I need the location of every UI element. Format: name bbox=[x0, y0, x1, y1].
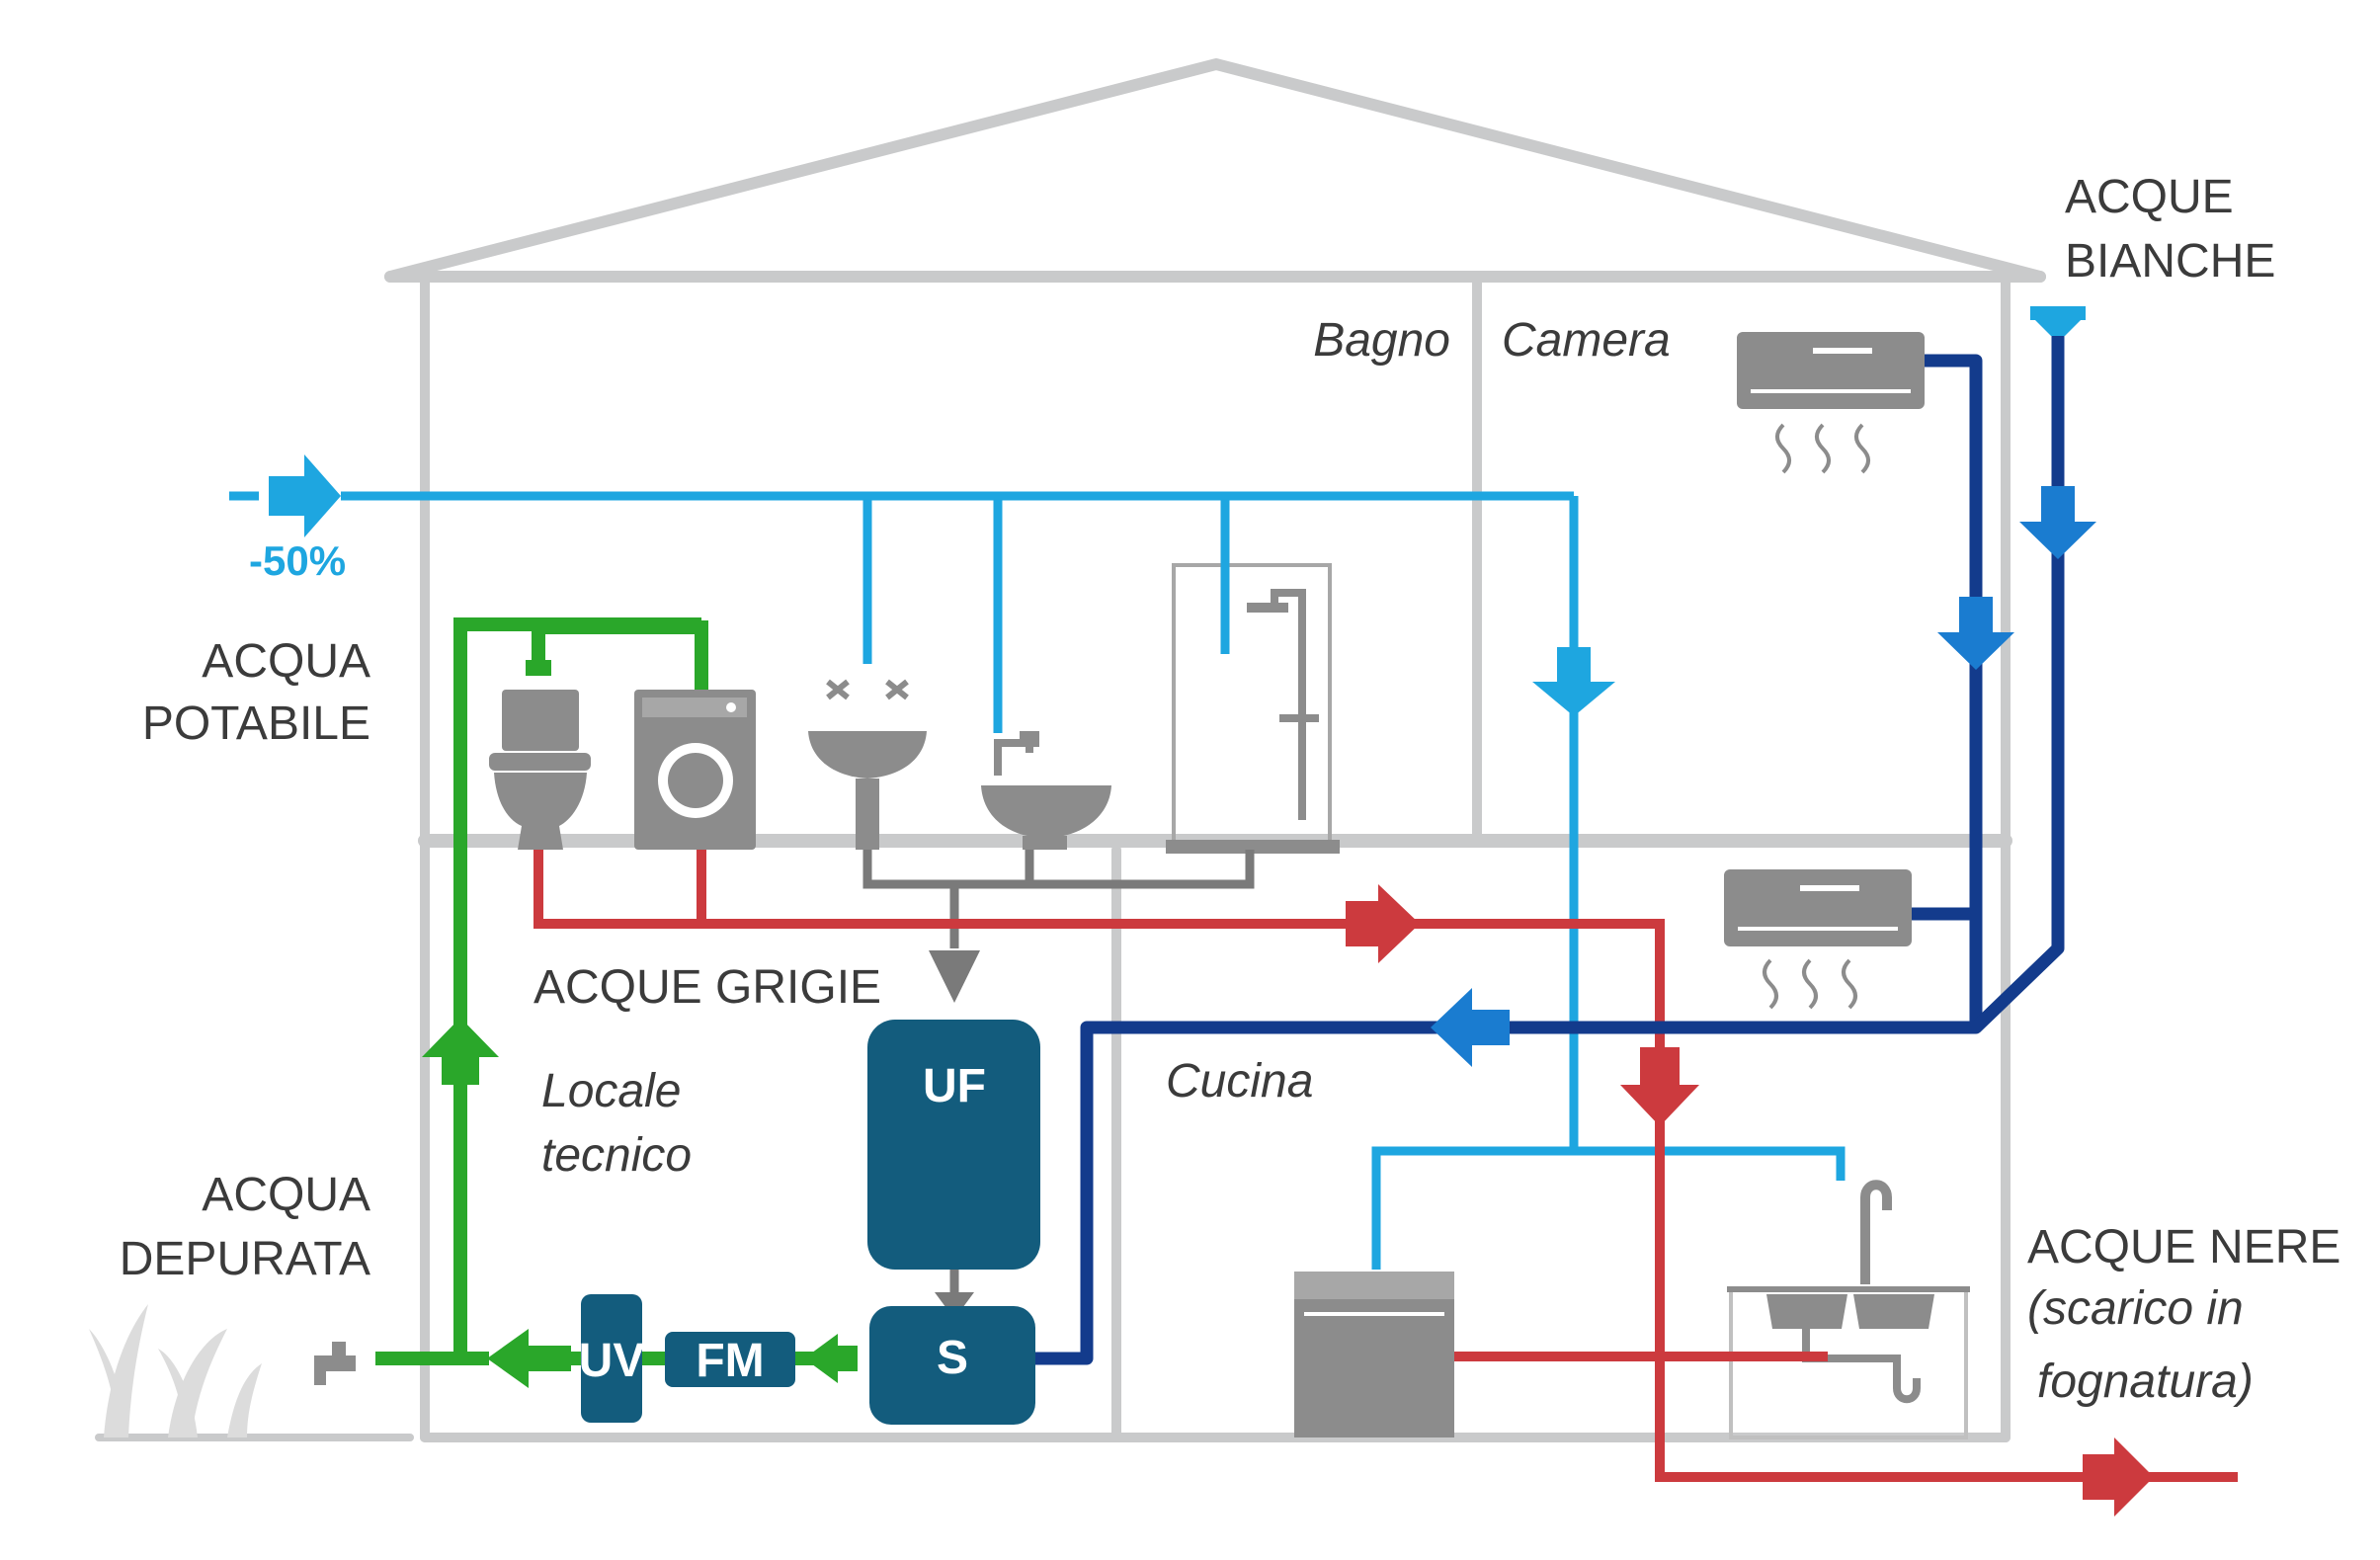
room-bagno: Bagno bbox=[1313, 314, 1450, 367]
acque-grigie-label: ACQUE GRIGIE bbox=[533, 961, 881, 1014]
rain-down-arrow-2 bbox=[1937, 597, 2014, 670]
bidet-icon bbox=[981, 731, 1111, 850]
potable-inflow-arrow bbox=[269, 454, 341, 537]
uf-to-s-arrow bbox=[935, 1292, 974, 1319]
acque-nere-line1: ACQUE NERE bbox=[2027, 1221, 2340, 1273]
grey-water-arrow bbox=[929, 950, 980, 1003]
acque-bianche-line2: BIANCHE bbox=[2065, 235, 2275, 287]
potable-water-pipes bbox=[229, 491, 1846, 1270]
grass-icon bbox=[89, 1304, 262, 1437]
uv-unit: UV bbox=[579, 1294, 645, 1423]
air-conditioner-upper-icon bbox=[1737, 332, 1925, 474]
room-locale-tecnico-line1: Locale bbox=[541, 1065, 681, 1117]
room-camera: Camera bbox=[1502, 314, 1671, 367]
s-unit: S bbox=[869, 1306, 1035, 1425]
grey-water-drain bbox=[862, 850, 1255, 948]
dishwasher-icon bbox=[1294, 1272, 1454, 1437]
recycled-left-arrow-2 bbox=[804, 1334, 858, 1383]
sewer-outflow-arrow bbox=[2083, 1437, 2154, 1517]
roof bbox=[384, 58, 2046, 283]
kitchen-sink-icon bbox=[1727, 1180, 1970, 1439]
toilet-icon bbox=[489, 690, 591, 850]
s-label: S bbox=[937, 1332, 968, 1384]
recycled-up-arrow bbox=[422, 1018, 499, 1085]
black-water-pipes bbox=[533, 850, 2238, 1482]
shower-icon bbox=[1166, 563, 1340, 854]
fm-unit: FM bbox=[665, 1332, 795, 1387]
recycled-left-arrow-1 bbox=[487, 1329, 571, 1388]
black-water-down-arrow bbox=[1620, 1047, 1699, 1126]
rain-gutter-funnel bbox=[2035, 320, 2081, 336]
rain-down-arrow-1 bbox=[2019, 486, 2096, 559]
acqua-potabile-line1: ACQUA bbox=[202, 635, 370, 688]
toilet-inlet bbox=[526, 660, 551, 676]
uf-label: UF bbox=[923, 1060, 986, 1112]
rain-gutter-icon bbox=[2030, 306, 2086, 320]
uf-unit: UF bbox=[867, 1020, 1040, 1270]
washing-machine-icon bbox=[634, 690, 756, 850]
acque-nere-line2: (scarico in bbox=[2027, 1282, 2244, 1335]
acqua-potabile-line2: POTABILE bbox=[142, 698, 370, 750]
black-water-right-arrow bbox=[1346, 884, 1420, 963]
outdoor-tap-icon bbox=[314, 1342, 356, 1385]
uv-label: UV bbox=[579, 1335, 645, 1387]
potable-saving-percent: -50% bbox=[249, 537, 346, 584]
fm-label: FM bbox=[696, 1335, 764, 1387]
acqua-depurata-line2: DEPURATA bbox=[120, 1233, 370, 1285]
house-structure bbox=[95, 58, 2046, 1442]
room-locale-tecnico-line2: tecnico bbox=[541, 1129, 692, 1182]
acque-bianche-line1: ACQUE bbox=[2065, 171, 2234, 223]
washbasin-icon bbox=[808, 679, 927, 850]
potable-down-arrow bbox=[1532, 647, 1615, 716]
acque-nere-line3: fognatura) bbox=[2037, 1355, 2254, 1408]
room-cucina: Cucina bbox=[1166, 1055, 1313, 1108]
rain-water-pipes bbox=[1032, 326, 2065, 1365]
rain-left-arrow bbox=[1431, 988, 1510, 1067]
air-conditioner-lower-icon bbox=[1724, 869, 1912, 1010]
acqua-depurata-line1: ACQUA bbox=[202, 1169, 370, 1221]
